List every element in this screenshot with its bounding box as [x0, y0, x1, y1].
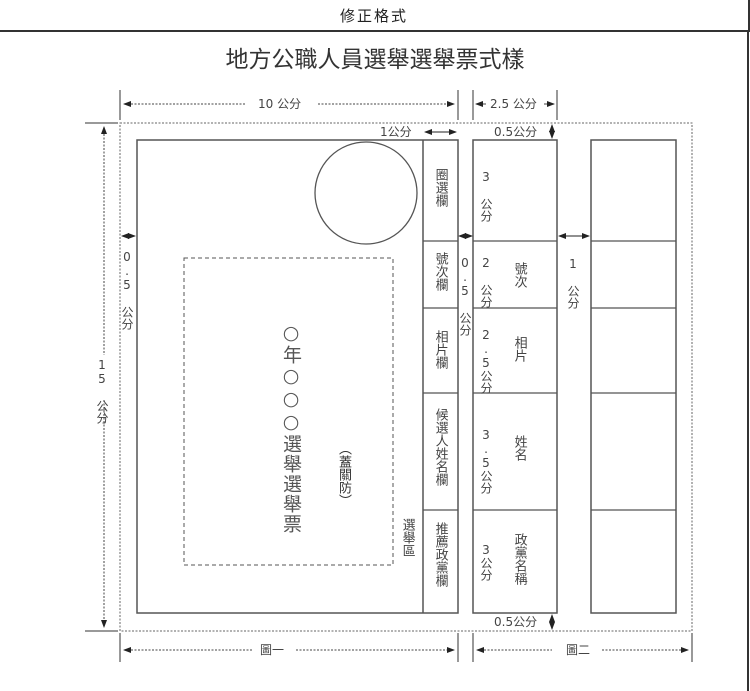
dim-bottom-margin: 0.5公分 [494, 615, 538, 629]
row-height-2: 2 公分 [479, 256, 493, 308]
row-label-photo: 相片 [511, 336, 527, 362]
col-number: 號次欄 [432, 252, 448, 291]
ballot-text-area [183, 257, 394, 566]
dim-inner-gap: 0.5 公分 [458, 256, 472, 336]
col-candidate-name: 候選人姓名欄 [432, 408, 448, 486]
row-label-number: 號次 [511, 262, 527, 288]
col-photo: 相片欄 [432, 330, 448, 369]
figure2-next-column [590, 139, 677, 614]
col-circle-select: 圈選欄 [432, 168, 448, 207]
seal-text: （蓋關防） [336, 442, 351, 507]
ballot-text: ○年○○○選舉選舉票 [280, 322, 302, 534]
row-height-4: 3.5公分 [479, 428, 493, 494]
row-height-5: 3公分 [479, 543, 493, 581]
dim-top-margin: 0.5公分 [494, 125, 538, 139]
dim-width-main: 10 公分 [258, 97, 302, 111]
header-title: 修正格式 [339, 6, 408, 25]
seal-circle [314, 141, 418, 245]
outer-boundary [119, 122, 693, 632]
page-header: 修正格式 [0, 0, 750, 32]
figure2-column [472, 139, 558, 614]
figure2-label: 圖二 [566, 643, 591, 657]
figure1-box [136, 139, 459, 614]
dim-height-total: 15 公分 [95, 358, 109, 424]
diagram-title: 地方公職人員選舉選舉票式樣 [225, 47, 525, 73]
row-label-party: 政黨名稱 [511, 533, 527, 585]
frame-border [747, 30, 749, 691]
row-height-1: 3 公分 [479, 170, 493, 222]
dim-left-margin: 0.5 公分 [120, 250, 134, 330]
row-height-3: 2.5公分 [479, 328, 493, 394]
col-party: 推薦政黨欄 [432, 522, 448, 587]
dim-between-figures: 1 公分 [566, 257, 580, 309]
figure1-label: 圖一 [260, 643, 285, 657]
dim-1cm: 1公分 [380, 125, 412, 139]
district-text: 選舉區 [399, 518, 415, 557]
dim-width-column: 2.5 公分 [490, 97, 537, 111]
row-label-name: 姓名 [511, 435, 527, 461]
